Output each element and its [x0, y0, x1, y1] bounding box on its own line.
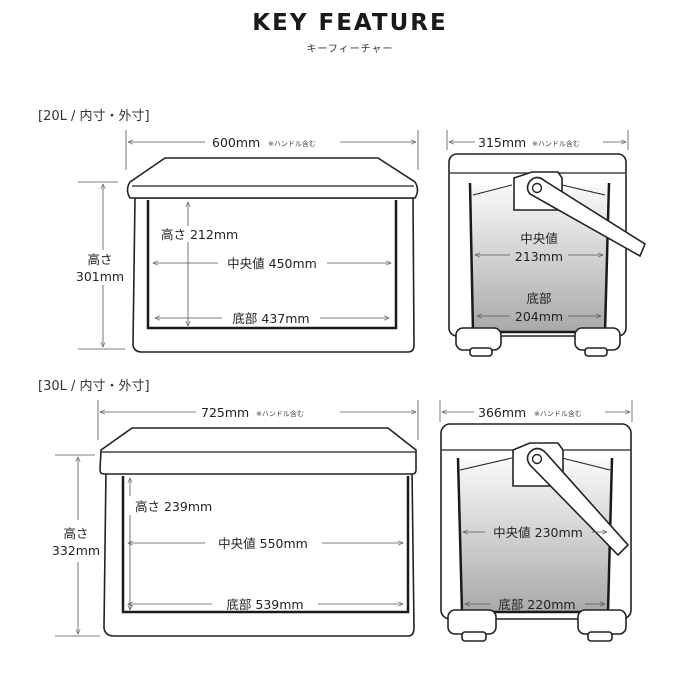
section-label: [20L / 内寸・外寸] — [38, 108, 150, 124]
front-view: 725mm ※ハンドル含む 高さ 332mm 高さ 239mm 中央値 550m… — [52, 400, 419, 637]
side-view: 366mm ※ハンドル含む 中央値 230mm 底部 220mm — [439, 400, 633, 642]
page-title: KEY FEATURE — [252, 10, 447, 36]
side-view: 315mm ※ハンドル含む 中央値 213mm 底部 204mm — [446, 130, 646, 357]
front-view: 600mm ※ハンドル含む 高さ 301mm 高さ 212mm 中央値 450m… — [76, 130, 419, 353]
section-30l: [30L / 内寸・外寸] 725mm ※ハンドル含む 高さ 332mm 高さ … — [38, 378, 633, 642]
section-label: [30L / 内寸・外寸] — [38, 378, 150, 394]
inner-height: 高さ 212mm — [161, 227, 238, 242]
inner-bottom-width: 底部 220mm — [498, 597, 575, 612]
page-subtitle: キーフィーチャー — [306, 43, 393, 55]
inner-bottom-width: 底部 539mm — [226, 597, 303, 612]
inner-bottom-width: 底部 437mm — [232, 311, 309, 326]
section-20l: [20L / 内寸・外寸] 600mm ※ハンドル含む 高さ 301mm 高さ … — [38, 108, 646, 357]
width-note: ※ハンドル含む — [256, 409, 304, 418]
width-dimension: 600mm — [212, 135, 260, 150]
inner-height: 高さ 239mm — [135, 499, 212, 514]
inner-mid-width: 中央値 450mm — [227, 256, 317, 271]
inner-mid-width: 中央値 230mm — [493, 525, 583, 540]
width-dimension: 366mm — [478, 405, 526, 420]
outer-height-value: 332mm — [52, 543, 100, 558]
handle-icon — [526, 447, 630, 557]
width-note: ※ハンドル含む — [534, 409, 582, 418]
inner-bottom-label: 底部 — [526, 291, 551, 306]
inner-mid-width: 213mm — [515, 249, 563, 264]
width-dimension: 725mm — [201, 405, 249, 420]
width-note: ※ハンドル含む — [532, 139, 580, 148]
outer-height-label: 高さ — [63, 526, 88, 541]
width-note: ※ハンドル含む — [268, 139, 316, 148]
outer-height-value: 301mm — [76, 269, 124, 284]
outer-height-label: 高さ — [87, 252, 112, 267]
inner-mid-width: 中央値 550mm — [218, 536, 308, 551]
inner-bottom-width: 204mm — [515, 309, 563, 324]
inner-mid-label: 中央値 — [520, 231, 558, 246]
width-dimension: 315mm — [478, 135, 526, 150]
handle-icon — [526, 176, 646, 258]
